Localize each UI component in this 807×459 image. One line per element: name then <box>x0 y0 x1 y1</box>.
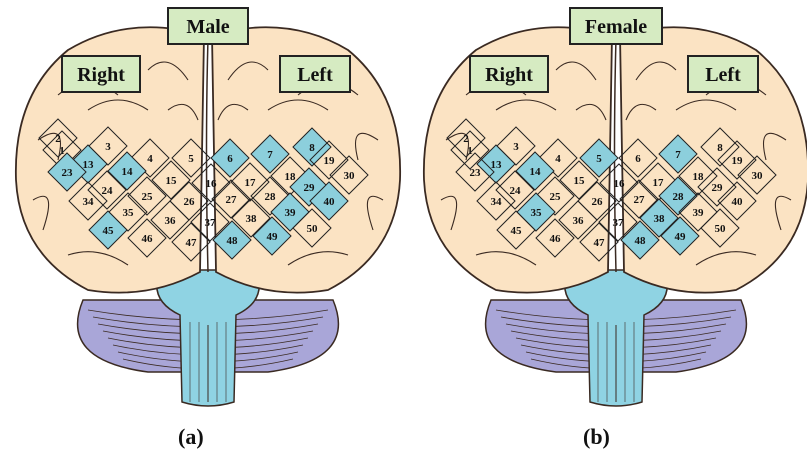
caption-a: (a) <box>178 424 204 450</box>
electrode-label-34: 34 <box>83 196 95 208</box>
electrode-label-3: 3 <box>513 141 519 153</box>
electrode-label-25: 25 <box>550 191 562 203</box>
electrode-label-18: 18 <box>693 171 705 183</box>
electrode-label-45: 45 <box>511 225 523 237</box>
electrode-label-2: 2 <box>463 133 469 145</box>
electrode-label-13: 13 <box>491 159 503 171</box>
left-label: Left <box>705 64 741 86</box>
electrode-label-30: 30 <box>752 170 764 182</box>
electrode-label-3: 3 <box>105 141 111 153</box>
electrode-label-49: 49 <box>267 231 279 243</box>
electrode-label-48: 48 <box>635 235 647 247</box>
electrode-label-16: 16 <box>614 178 626 190</box>
electrode-label-28: 28 <box>265 191 277 203</box>
caption-b: (b) <box>583 424 610 450</box>
electrode-label-39: 39 <box>693 207 705 219</box>
electrode-label-13: 13 <box>83 159 95 171</box>
electrode-label-46: 46 <box>142 233 154 245</box>
electrode-label-2: 2 <box>55 133 61 145</box>
electrode-label-40: 40 <box>324 196 336 208</box>
electrode-label-25: 25 <box>142 191 154 203</box>
electrode-label-4: 4 <box>555 153 561 165</box>
electrode-label-14: 14 <box>122 166 134 178</box>
electrode-label-47: 47 <box>594 237 606 249</box>
electrode-label-30: 30 <box>344 170 356 182</box>
electrode-label-26: 26 <box>592 196 604 208</box>
electrode-label-7: 7 <box>675 149 681 161</box>
electrode-label-35: 35 <box>123 207 135 219</box>
electrode-label-29: 29 <box>712 182 724 194</box>
electrode-label-38: 38 <box>654 213 666 225</box>
electrode-label-8: 8 <box>717 142 723 154</box>
electrode-label-34: 34 <box>491 196 503 208</box>
electrode-label-47: 47 <box>186 237 198 249</box>
electrode-label-4: 4 <box>147 153 153 165</box>
electrode-label-23: 23 <box>470 167 482 179</box>
electrode-label-5: 5 <box>188 153 194 165</box>
electrode-label-50: 50 <box>307 223 319 235</box>
right-label: Right <box>77 64 125 86</box>
electrode-label-45: 45 <box>103 225 115 237</box>
electrode-label-24: 24 <box>102 185 114 197</box>
electrode-label-28: 28 <box>673 191 685 203</box>
electrode-label-37: 37 <box>205 217 217 229</box>
title-label: Female <box>585 16 647 38</box>
electrode-label-6: 6 <box>635 153 641 165</box>
electrode-label-26: 26 <box>184 196 196 208</box>
left-label: Left <box>297 64 333 86</box>
electrode-label-27: 27 <box>634 194 646 206</box>
electrode-label-6: 6 <box>227 153 233 165</box>
electrode-label-7: 7 <box>267 149 273 161</box>
electrode-label-36: 36 <box>573 215 585 227</box>
electrode-label-48: 48 <box>227 235 239 247</box>
electrode-label-24: 24 <box>510 185 522 197</box>
electrode-label-15: 15 <box>574 175 586 187</box>
electrode-label-38: 38 <box>246 213 258 225</box>
electrode-label-15: 15 <box>166 175 178 187</box>
electrode-label-19: 19 <box>732 155 744 167</box>
electrode-label-17: 17 <box>653 177 665 189</box>
title-label: Male <box>186 16 229 38</box>
electrode-label-35: 35 <box>531 207 543 219</box>
electrode-label-16: 16 <box>206 178 218 190</box>
electrode-label-39: 39 <box>285 207 297 219</box>
electrode-label-17: 17 <box>245 177 257 189</box>
electrode-label-36: 36 <box>165 215 177 227</box>
electrode-label-49: 49 <box>675 231 687 243</box>
electrode-label-40: 40 <box>732 196 744 208</box>
electrode-label-8: 8 <box>309 142 315 154</box>
electrode-label-27: 27 <box>226 194 238 206</box>
electrode-label-14: 14 <box>530 166 542 178</box>
electrode-label-37: 37 <box>613 217 625 229</box>
right-label: Right <box>485 64 533 86</box>
electrode-label-23: 23 <box>62 167 74 179</box>
electrode-label-18: 18 <box>285 171 297 183</box>
electrode-label-19: 19 <box>324 155 336 167</box>
electrode-label-50: 50 <box>715 223 727 235</box>
electrode-label-29: 29 <box>304 182 316 194</box>
electrode-label-5: 5 <box>596 153 602 165</box>
electrode-label-46: 46 <box>550 233 562 245</box>
